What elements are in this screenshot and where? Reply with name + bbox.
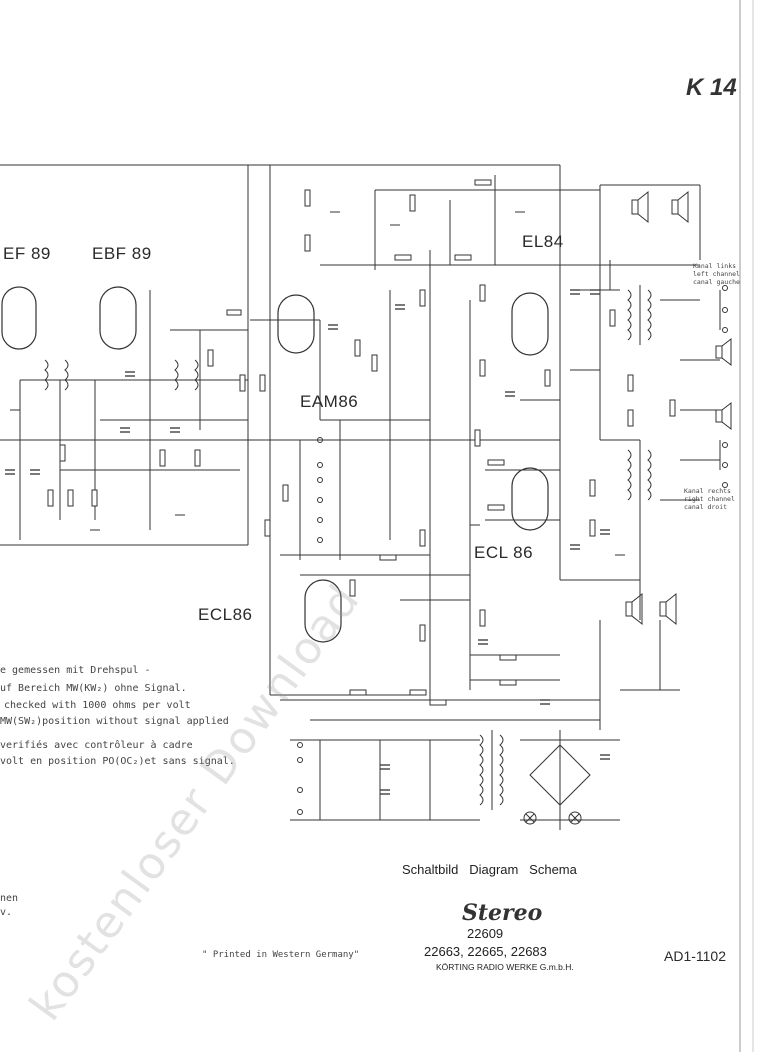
note-de-1: e gemessen mit Drehspul -	[0, 665, 151, 676]
model-variants: 22663, 22665, 22683	[424, 944, 547, 959]
left-channel-label: Kanal links left channel canal gauche	[693, 262, 740, 286]
tube-eam86-label: EAM86	[300, 392, 359, 411]
note-de-2: uf Bereich MW(KW₂) ohne Signal.	[0, 683, 187, 694]
tube-ef89-label: EF 89	[3, 244, 51, 263]
tube-ecl86-left-label: ECL86	[198, 605, 253, 624]
stereo-logo: Stereo	[462, 900, 543, 926]
note-fr-2: volt en position PO(OC₂)et sans signal.	[0, 756, 235, 767]
page-tag: K 14	[686, 74, 737, 101]
tube-ebf89-label: EBF 89	[92, 244, 152, 263]
diagram-heading: Schaltbild Diagram Schema	[402, 862, 577, 877]
model-number: 22609	[467, 926, 504, 941]
printed-in: " Printed in Western Germany"	[202, 950, 360, 960]
left-fragment-1: nen	[0, 893, 19, 904]
note-en-1: checked with 1000 ohms per volt	[4, 700, 191, 711]
tube-el84-label: EL84	[522, 232, 564, 251]
note-fr-1: verifiés avec contrôleur à cadre	[0, 740, 193, 751]
left-fragment-2: v.	[0, 907, 13, 918]
right-channel-label: Kanal rechts right channel canal droit	[684, 487, 735, 511]
note-en-2: MW(SW₂)position without signal applied	[0, 716, 229, 727]
tube-ecl86-right-label: ECL 86	[474, 543, 534, 562]
manufacturer: KÖRTING RADIO WERKE G.m.b.H.	[436, 962, 574, 972]
document-number: AD1-1102	[664, 948, 727, 964]
